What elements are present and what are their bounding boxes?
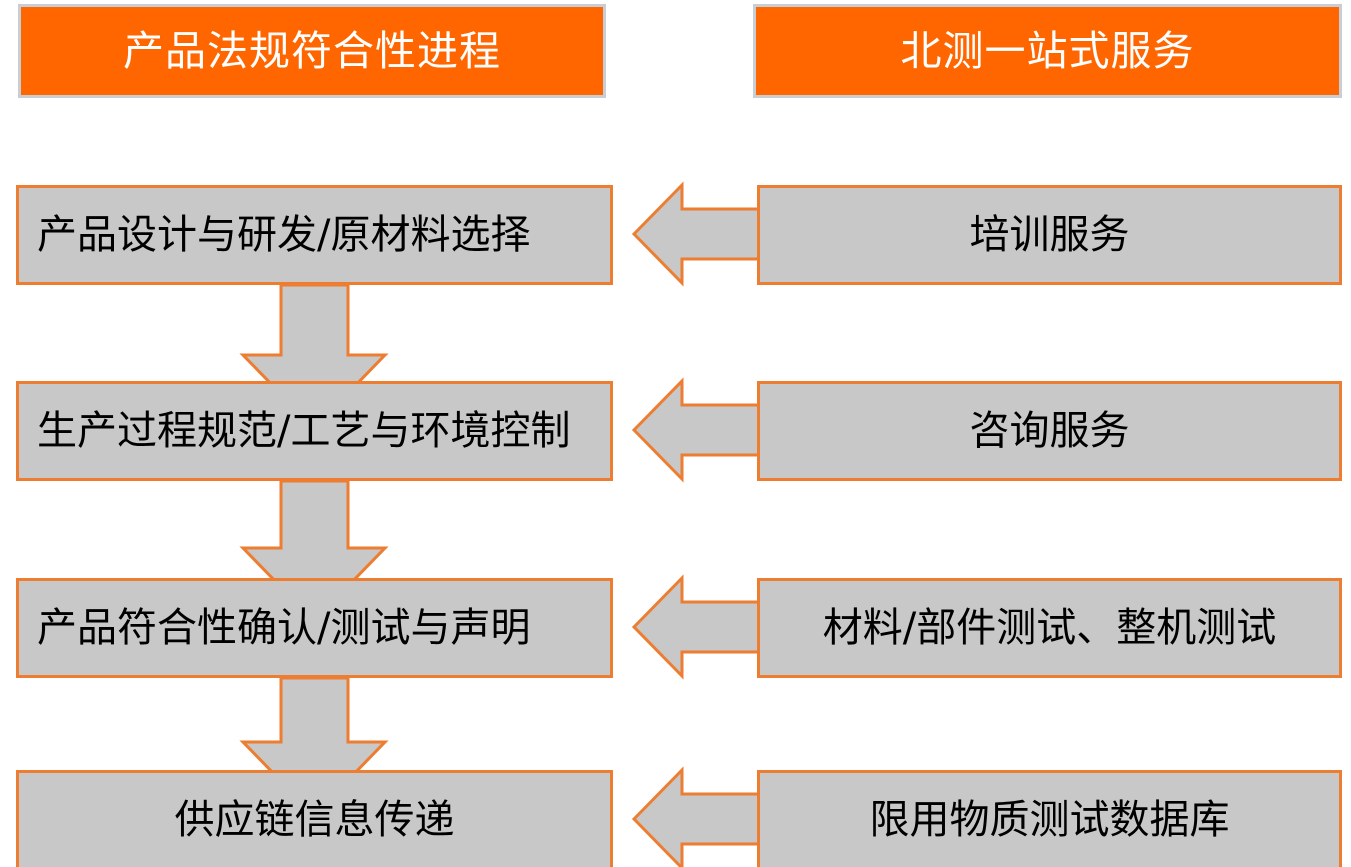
left-arrow-4 bbox=[631, 766, 762, 867]
header-banner-services: 北测一站式服务 bbox=[753, 4, 1342, 98]
left-arrow-2 bbox=[631, 377, 762, 483]
header-banner-process: 产品法规符合性进程 bbox=[18, 4, 606, 98]
process-step-box-3[interactable]: 产品符合性确认/测试与声明 bbox=[16, 578, 613, 678]
process-step-label-2: 生产过程规范/工艺与环境控制 bbox=[37, 408, 571, 454]
header-left-label: 产品法规符合性进程 bbox=[123, 26, 501, 75]
process-step-box-1[interactable]: 产品设计与研发/原材料选择 bbox=[16, 185, 613, 285]
service-label-3: 材料/部件测试、整机测试 bbox=[822, 605, 1277, 651]
service-box-3[interactable]: 材料/部件测试、整机测试 bbox=[757, 578, 1342, 678]
left-arrow-3 bbox=[631, 574, 762, 680]
service-box-2[interactable]: 咨询服务 bbox=[757, 381, 1342, 481]
header-right-label: 北测一站式服务 bbox=[900, 26, 1195, 75]
service-box-4[interactable]: 限用物质测试数据库 bbox=[757, 770, 1342, 867]
service-label-1: 培训服务 bbox=[969, 212, 1130, 258]
process-step-box-4[interactable]: 供应链信息传递 bbox=[16, 770, 613, 867]
service-label-2: 咨询服务 bbox=[969, 408, 1130, 454]
service-label-4: 限用物质测试数据库 bbox=[869, 797, 1230, 843]
service-box-1[interactable]: 培训服务 bbox=[757, 185, 1342, 285]
process-step-label-1: 产品设计与研发/原材料选择 bbox=[37, 212, 531, 258]
process-step-label-3: 产品符合性确认/测试与声明 bbox=[37, 605, 531, 651]
left-arrow-1 bbox=[631, 181, 762, 287]
process-step-box-2[interactable]: 生产过程规范/工艺与环境控制 bbox=[16, 381, 613, 481]
process-step-label-4: 供应链信息传递 bbox=[174, 797, 455, 843]
